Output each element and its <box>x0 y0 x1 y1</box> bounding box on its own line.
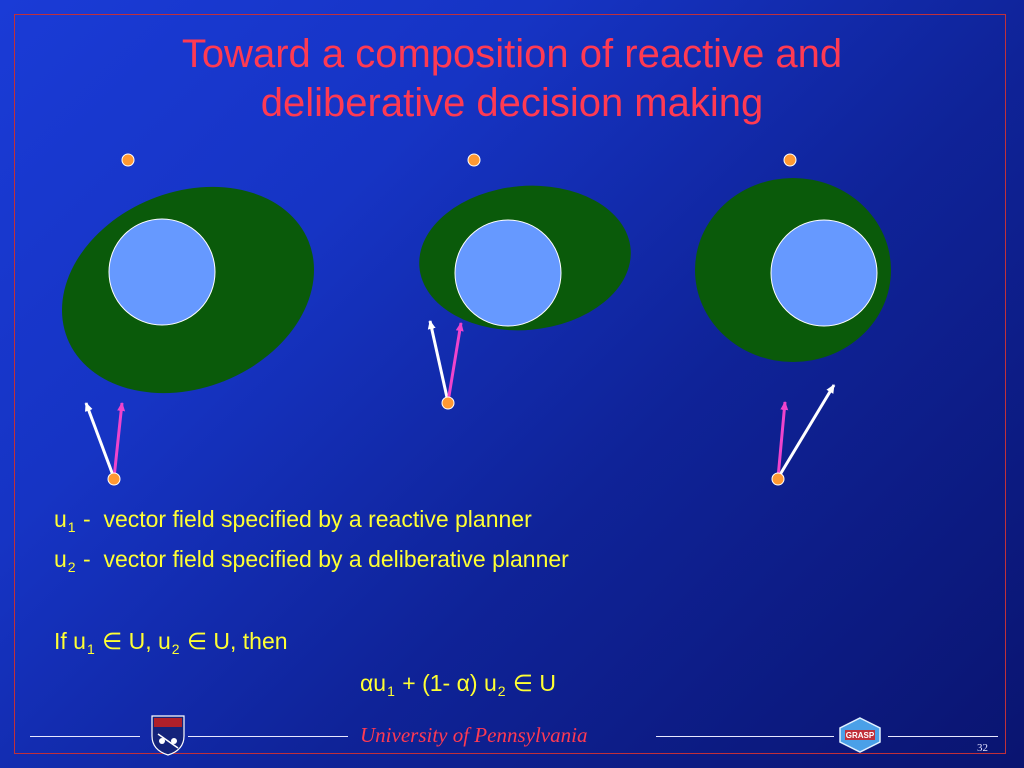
u1-symbol: u <box>54 506 67 532</box>
obstacle-1 <box>108 218 216 326</box>
u2-subscript: 2 <box>67 559 76 575</box>
robot-dot-2 <box>441 396 455 410</box>
title-line-1: Toward a composition of reactive and <box>181 32 843 76</box>
slide-title: Toward a composition of reactive and del… <box>40 30 984 128</box>
definition-u1: u1 - vector field specified by a reactiv… <box>54 506 532 535</box>
footer-institution: University of Pennsylvania <box>360 723 588 747</box>
obstacle-2 <box>454 219 562 327</box>
equation-alpha-u: αu <box>360 670 387 696</box>
equation-middle: + (1- α) u <box>395 670 497 696</box>
condition-prefix: If u <box>54 628 86 654</box>
penn-shield-logo <box>151 715 185 756</box>
deliberative-arrow-1 <box>112 402 126 479</box>
footer-rule-left-1 <box>30 736 140 737</box>
obstacle-3 <box>770 219 878 327</box>
goal-dot-1 <box>121 153 135 167</box>
title-line-2: deliberative decision making <box>260 81 764 125</box>
goal-dot-2 <box>467 153 481 167</box>
condition-mid-2: ∈ U, then <box>180 628 288 654</box>
slide-frame <box>14 14 1006 754</box>
slide-number: 32 <box>977 742 988 754</box>
goal-dot-3 <box>783 153 797 167</box>
reactive-arrow-3 <box>776 384 836 479</box>
deliberative-arrow-3 <box>776 401 789 479</box>
equation-sub-1: 1 <box>387 683 395 699</box>
condition-line: If u1 ∈ U, u2 ∈ U, then <box>54 628 288 657</box>
condition-sub-2: 2 <box>171 641 180 657</box>
condition-mid-1: ∈ U, u <box>95 628 171 654</box>
equation-sub-2: 2 <box>497 683 506 699</box>
u2-dash: - <box>76 546 91 572</box>
u2-description: vector field specified by a deliberative… <box>103 546 569 572</box>
footer-rule-right-2 <box>888 736 998 737</box>
robot-dot-1 <box>107 472 121 486</box>
u1-subscript: 1 <box>67 519 76 535</box>
footer-rule-right-1 <box>656 736 834 737</box>
grasp-logo-label: GRASP <box>846 731 875 740</box>
u1-dash: - <box>76 506 91 532</box>
grasp-logo: GRASP <box>839 717 881 753</box>
reactive-arrow-2 <box>427 320 450 403</box>
composition-equation: αu1 + (1- α) u2 ∈ U <box>360 670 556 699</box>
deliberative-arrow-2 <box>446 322 464 403</box>
footer-rule-left-2 <box>188 736 348 737</box>
u1-description: vector field specified by a reactive pla… <box>103 506 532 532</box>
reactive-arrow-1 <box>84 402 116 479</box>
robot-dot-3 <box>771 472 785 486</box>
definition-u2: u2 - vector field specified by a deliber… <box>54 546 569 575</box>
equation-end: ∈ U <box>506 670 556 696</box>
u2-symbol: u <box>54 546 67 572</box>
condition-sub-1: 1 <box>86 641 95 657</box>
